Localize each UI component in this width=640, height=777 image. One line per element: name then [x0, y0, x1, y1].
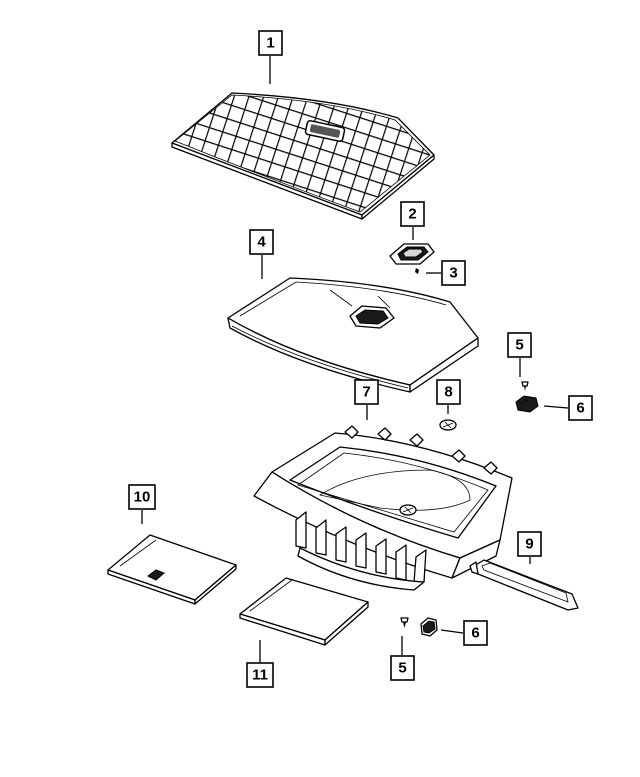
part-8-plug	[439, 419, 457, 431]
part-9-trim-frame	[469, 559, 579, 611]
callout-11: 11	[246, 662, 274, 688]
part-2-handle-bezel	[389, 243, 435, 265]
part-10-cover-panel	[107, 534, 237, 605]
part-3-screw	[415, 268, 419, 274]
part-4-load-floor-panel	[227, 277, 479, 393]
leader-lines	[141, 56, 569, 662]
part-11-floor-panel	[239, 577, 369, 646]
callout-1: 1	[258, 30, 283, 56]
callout-8-label: 8	[444, 384, 452, 401]
callout-8: 8	[436, 379, 461, 405]
callout-6-upper: 6	[568, 395, 593, 421]
callout-7: 7	[354, 379, 379, 405]
callout-3: 3	[441, 260, 466, 286]
callout-3-label: 3	[449, 265, 457, 282]
part-7-storage-bin	[253, 425, 513, 591]
callout-6-lower-label: 6	[471, 625, 479, 642]
callout-5-lower: 5	[390, 655, 415, 681]
part-6-clip-upper	[515, 395, 539, 413]
callout-1-label: 1	[266, 35, 274, 52]
part-5-push-pin-lower	[400, 617, 409, 628]
callout-10-label: 10	[134, 489, 151, 506]
callout-5-lower-label: 5	[398, 660, 406, 677]
part-5-push-pin-upper	[521, 381, 529, 391]
callout-5-upper: 5	[507, 332, 532, 358]
callout-9-label: 9	[525, 536, 533, 553]
callout-5-upper-label: 5	[515, 337, 523, 354]
callout-7-label: 7	[362, 384, 370, 401]
callout-11-label: 11	[252, 667, 268, 684]
callout-9: 9	[517, 531, 542, 557]
callout-6-lower: 6	[463, 620, 488, 646]
callout-4: 4	[249, 229, 274, 255]
part-6-clip-lower	[420, 617, 438, 637]
part-1-cargo-mat	[171, 92, 435, 220]
callout-4-label: 4	[257, 234, 266, 251]
callout-2-label: 2	[408, 206, 416, 223]
callout-2: 2	[400, 201, 425, 227]
callout-6-upper-label: 6	[576, 400, 584, 417]
callout-10: 10	[128, 484, 156, 510]
